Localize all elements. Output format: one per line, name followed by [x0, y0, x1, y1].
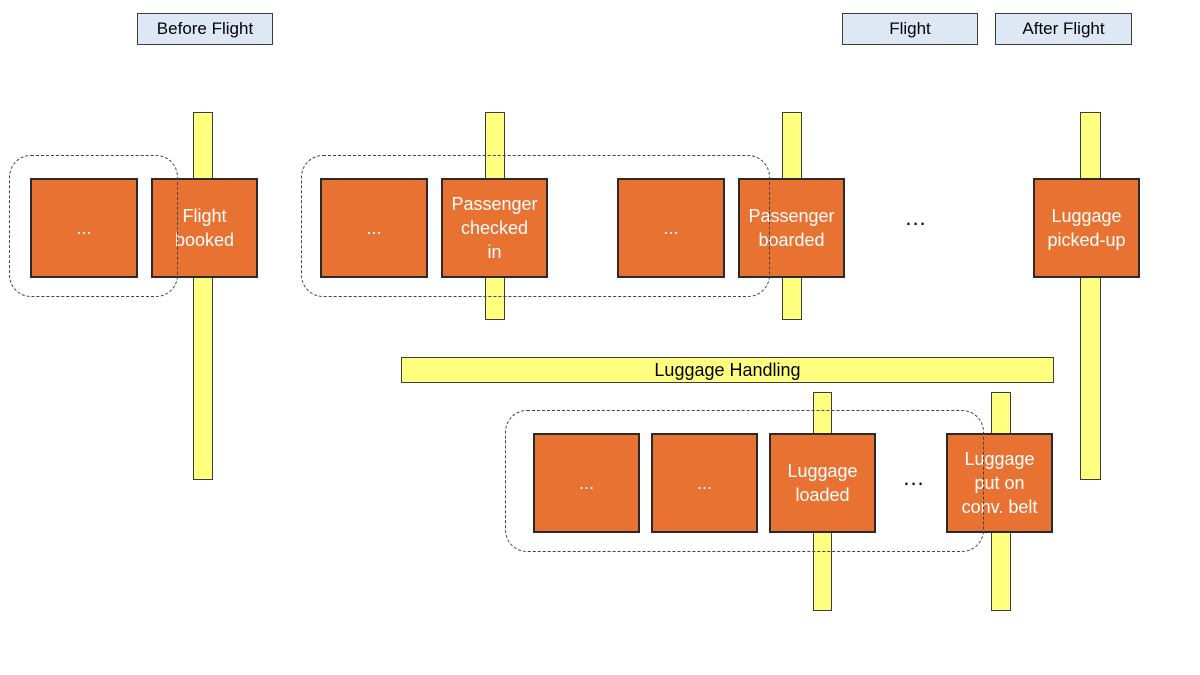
milestone-bar-flight-booked — [193, 112, 213, 480]
phase-label-before-flight: Before Flight — [137, 13, 273, 45]
event-box-luggage-loaded: Luggage loaded — [769, 433, 876, 533]
event-box-luggage-step-1: ... — [533, 433, 640, 533]
event-box-pre-boarding: ... — [617, 178, 725, 278]
ellipsis-top: ... — [905, 205, 927, 230]
phase-label-flight: Flight — [842, 13, 978, 45]
group-outline-luggage — [505, 410, 984, 552]
event-box-luggage-conveyor: Luggage put on conv. belt — [946, 433, 1053, 533]
event-box-pre-checkin: ... — [320, 178, 428, 278]
ellipsis-bottom: ... — [903, 465, 925, 490]
event-box-passenger-checked-in: Passenger checked in — [441, 178, 548, 278]
event-box-luggage-step-2: ... — [651, 433, 758, 533]
group-outline-booking — [9, 155, 178, 297]
phase-label-after-flight: After Flight — [995, 13, 1132, 45]
group-outline-check-in — [301, 155, 770, 297]
event-box-passenger-boarded: Passenger boarded — [738, 178, 845, 278]
event-box-pre-booking: ... — [30, 178, 138, 278]
event-box-flight-booked: Flight booked — [151, 178, 258, 278]
lane-luggage-handling: Luggage Handling — [401, 357, 1054, 383]
event-box-luggage-picked-up: Luggage picked-up — [1033, 178, 1140, 278]
milestone-bar-picked-up — [1080, 112, 1101, 480]
